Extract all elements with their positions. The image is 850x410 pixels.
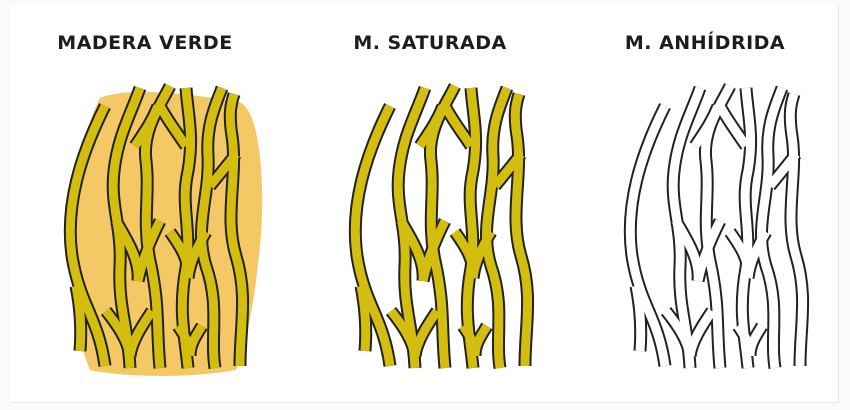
- panel-green-wood: MADERA VERDE: [10, 6, 280, 402]
- fiber-group: [70, 86, 262, 376]
- panel-anhydrous: M. ANHÍDRIDA: [570, 6, 840, 402]
- fiber-network: [10, 6, 280, 402]
- fiber-network: [570, 6, 840, 402]
- wood-moisture-diagram: MADERA VERDE M. SATURADA M. ANHÍDRIDA: [10, 6, 839, 403]
- fiber-network: [295, 6, 565, 402]
- fiber-group: [630, 86, 802, 368]
- fiber-cell: [76, 286, 81, 351]
- fiber-cell: [636, 286, 641, 351]
- fiber-cell: [361, 286, 366, 351]
- panel-saturated: M. SATURADA: [295, 6, 565, 402]
- fiber-group: [355, 86, 527, 368]
